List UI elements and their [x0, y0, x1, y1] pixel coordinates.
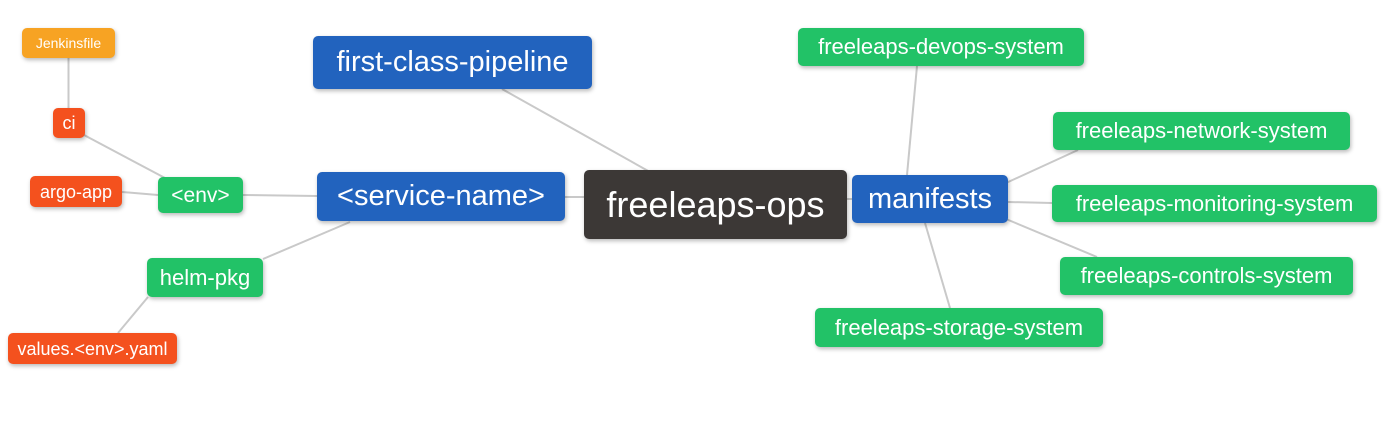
edge-helm-pkg-service-name [262, 221, 351, 260]
edge-manifests-monitoring-system [1007, 201, 1053, 204]
edge-manifests-network-system [1005, 149, 1079, 184]
node-first-class-pipeline[interactable]: first-class-pipeline [313, 36, 592, 89]
edge-env-service-name [242, 194, 318, 197]
edge-manifests-devops-system [906, 65, 918, 176]
edge-argo-app-env [121, 191, 159, 196]
node-freeleaps-controls-system[interactable]: freeleaps-controls-system [1060, 257, 1353, 295]
node-values-env-yaml[interactable]: values.<env>.yaml [8, 333, 177, 364]
edge-manifests-controls-system [1005, 218, 1098, 258]
node-env[interactable]: <env> [158, 177, 243, 213]
edge-pipeline-root [501, 88, 651, 173]
node-manifests[interactable]: manifests [852, 175, 1008, 223]
node-freeleaps-storage-system[interactable]: freeleaps-storage-system [815, 308, 1103, 347]
node-freeleaps-network-system[interactable]: freeleaps-network-system [1053, 112, 1350, 150]
node-freeleaps-ops[interactable]: freeleaps-ops [584, 170, 847, 239]
node-freeleaps-devops-system[interactable]: freeleaps-devops-system [798, 28, 1084, 66]
node-ci[interactable]: ci [53, 108, 85, 138]
node-freeleaps-monitoring-system[interactable]: freeleaps-monitoring-system [1052, 185, 1377, 222]
node-argo-app[interactable]: argo-app [30, 176, 122, 207]
edge-values-helm-pkg [117, 296, 149, 334]
edge-ci-env [83, 134, 166, 179]
edge-manifests-storage-system [924, 222, 951, 309]
node-service-name[interactable]: <service-name> [317, 172, 565, 221]
node-jenkinsfile[interactable]: Jenkinsfile [22, 28, 115, 58]
node-helm-pkg[interactable]: helm-pkg [147, 258, 263, 297]
